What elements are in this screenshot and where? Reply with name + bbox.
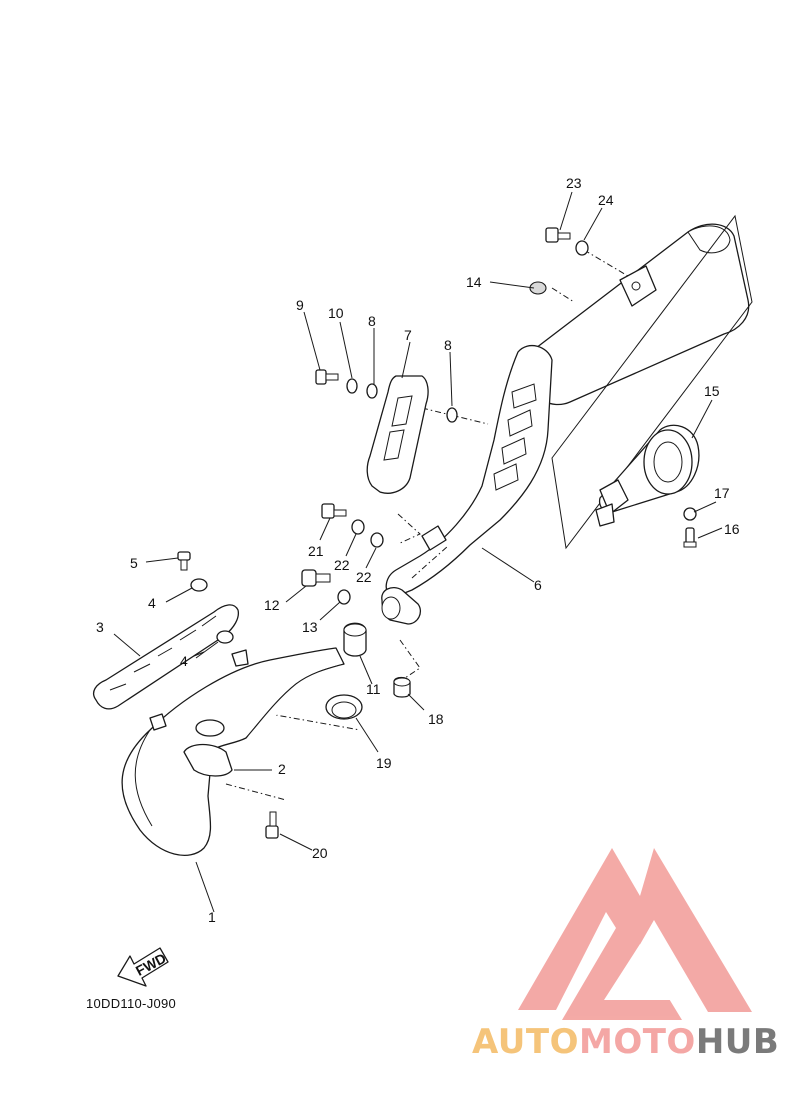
brand-auto: AUTO xyxy=(472,1022,579,1062)
callout-5: 5 xyxy=(130,555,138,571)
forward-direction-arrow: FWD xyxy=(117,947,169,987)
callout-14: 14 xyxy=(466,274,482,290)
bolt-part-23 xyxy=(545,227,571,243)
bolt-part-9 xyxy=(315,369,339,385)
brand-hub: HUB xyxy=(695,1022,780,1062)
protector-part xyxy=(366,375,429,494)
brand-wordmark: AUTOMOTOHUB xyxy=(472,1022,779,1062)
bolt-part-5 xyxy=(177,551,191,571)
washer-part-24 xyxy=(575,240,589,256)
end-cap-part xyxy=(595,424,700,527)
heat-protector-part xyxy=(92,604,240,710)
callout-6: 6 xyxy=(534,577,542,593)
collar-part-18 xyxy=(393,676,411,698)
collar-part-4a xyxy=(190,578,208,592)
leader-lines xyxy=(113,191,723,913)
callout-15: 15 xyxy=(704,383,720,399)
callout-11: 11 xyxy=(366,681,381,697)
grommet-part-17 xyxy=(683,507,697,521)
callout-12: 12 xyxy=(264,597,280,613)
assembly-guide-lines xyxy=(213,214,753,801)
bolt-part-21 xyxy=(321,503,347,519)
callout-20: 20 xyxy=(312,845,328,861)
washer-part-10 xyxy=(346,378,358,394)
callout-18: 18 xyxy=(428,711,444,727)
callout-1: 1 xyxy=(208,909,216,925)
callout-24: 24 xyxy=(598,192,614,208)
callout-2: 2 xyxy=(278,761,286,777)
callout-9: 9 xyxy=(296,297,304,313)
callout-4b: 4 xyxy=(180,653,188,669)
gasket-part-11 xyxy=(343,622,367,657)
muffler-part xyxy=(381,223,750,625)
callout-16: 16 xyxy=(724,521,740,537)
callout-17: 17 xyxy=(714,485,730,501)
damper-part-14 xyxy=(529,281,547,295)
exhaust-pipe-part xyxy=(121,647,345,856)
brand-moto: MOTO xyxy=(578,1022,696,1062)
washer-part-8a xyxy=(366,383,378,399)
washer-part-22a xyxy=(351,519,365,535)
washer-part-8b xyxy=(446,407,458,423)
gasket-part-19 xyxy=(325,694,363,720)
callout-7: 7 xyxy=(404,327,412,343)
bolt-part-12 xyxy=(301,569,331,587)
diagram-code: 10DD110-J090 xyxy=(86,996,177,1011)
washer-part-13 xyxy=(337,589,351,605)
callout-numbers: 23 24 14 9 10 8 7 8 15 17 16 6 21 22 22 … xyxy=(96,175,740,925)
bolt-part-20 xyxy=(265,811,279,839)
callout-13: 13 xyxy=(302,619,318,635)
callout-19: 19 xyxy=(376,755,392,771)
callout-8a: 8 xyxy=(368,313,376,329)
washer-part-22b xyxy=(370,532,384,548)
callout-22a: 22 xyxy=(334,557,350,573)
callout-4a: 4 xyxy=(148,595,156,611)
callout-3: 3 xyxy=(96,619,104,635)
collar-part-4b xyxy=(216,630,234,644)
callout-10: 10 xyxy=(328,305,344,321)
callout-21: 21 xyxy=(308,543,324,559)
callout-8b: 8 xyxy=(444,337,452,353)
callout-23: 23 xyxy=(566,175,582,191)
screw-part-16 xyxy=(683,527,697,548)
callout-22b: 22 xyxy=(356,569,372,585)
